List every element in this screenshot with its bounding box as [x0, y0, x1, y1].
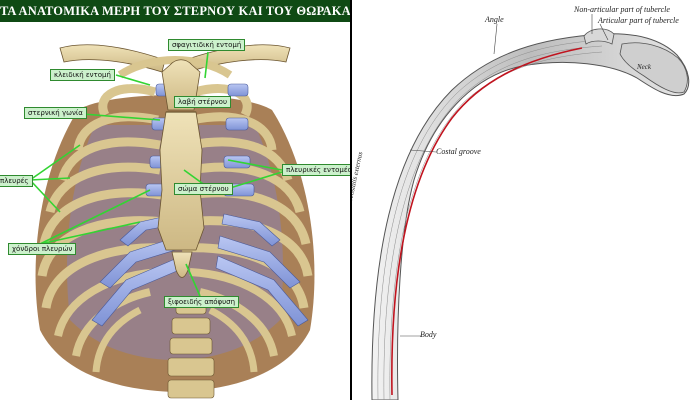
- rib: [208, 306, 258, 373]
- label-clavicular-notch: κλειδική εντομή: [50, 69, 115, 81]
- clavicle-left: [59, 44, 166, 73]
- first-rib-arc: [117, 56, 233, 79]
- rib: [189, 162, 305, 214]
- rib: [37, 216, 166, 277]
- ribs-left: [37, 84, 169, 373]
- rib: [45, 162, 161, 214]
- label-articular: Articular part of tubercle: [598, 16, 679, 25]
- thorax-illustration: [29, 44, 315, 399]
- rib: [73, 112, 159, 151]
- costal-groove-line: [391, 47, 583, 396]
- rib: [199, 288, 278, 357]
- label-jugular-notch: σφαγιτιδική εντομή: [168, 39, 246, 51]
- label-body-of-sternum: σώμα στέρνου: [174, 183, 233, 195]
- label-manubrium: λαβή στέρνου: [174, 96, 232, 108]
- label-angle: Angle: [485, 15, 504, 24]
- rib: [57, 137, 161, 182]
- rib-neck: [619, 42, 688, 94]
- tubercle: [583, 28, 615, 45]
- label-costal-cartilages: χόνδροι πλευρών: [8, 243, 77, 255]
- rib-shaft: [371, 33, 690, 400]
- rib-leaders: [400, 14, 609, 337]
- vertebral-column: [167, 299, 215, 399]
- label-non-articular: Non-articular part of tubercle: [574, 5, 670, 14]
- cartilage: [225, 117, 249, 131]
- rib: [191, 112, 277, 151]
- label-body: Body: [420, 330, 437, 339]
- rib: [39, 188, 163, 246]
- rib-hatching: [377, 39, 603, 400]
- label-costal-notches: πλευρικές εντομές: [282, 164, 350, 176]
- rib-illustration: [371, 14, 690, 400]
- label-neck: Neck: [637, 63, 651, 71]
- rib: [92, 306, 142, 373]
- sternum-body: [157, 111, 205, 251]
- cartilage: [227, 83, 249, 97]
- label-ribs: πλευρές: [0, 175, 33, 187]
- label-sternal-angle: στερνική γωνία: [24, 107, 87, 119]
- cartilage: [221, 213, 281, 247]
- rib: [189, 268, 296, 338]
- rib: [98, 84, 157, 118]
- label-costal-groove: Costal groove: [436, 147, 481, 156]
- cartilage: [217, 235, 301, 289]
- page-title: ΤΑ ΑΝΑΤΟΜΙΚΑ ΜΕΡΗ ΤΟΥ ΣΤΕΡΝΟΥ ΚΑΙ ΤΟΥ ΘΩ…: [0, 0, 350, 22]
- thorax-panel: ΤΑ ΑΝΑΤΟΜΙΚΑ ΜΕΡΗ ΤΟΥ ΣΤΕΡΝΟΥ ΚΑΙ ΤΟΥ ΘΩ…: [0, 0, 350, 400]
- label-xiphoid-process: ξιφοειδής απόφυση: [164, 296, 240, 308]
- rib-panel: Angle Non-articular part of tubercle Art…: [350, 0, 700, 400]
- cartilage: [215, 255, 309, 327]
